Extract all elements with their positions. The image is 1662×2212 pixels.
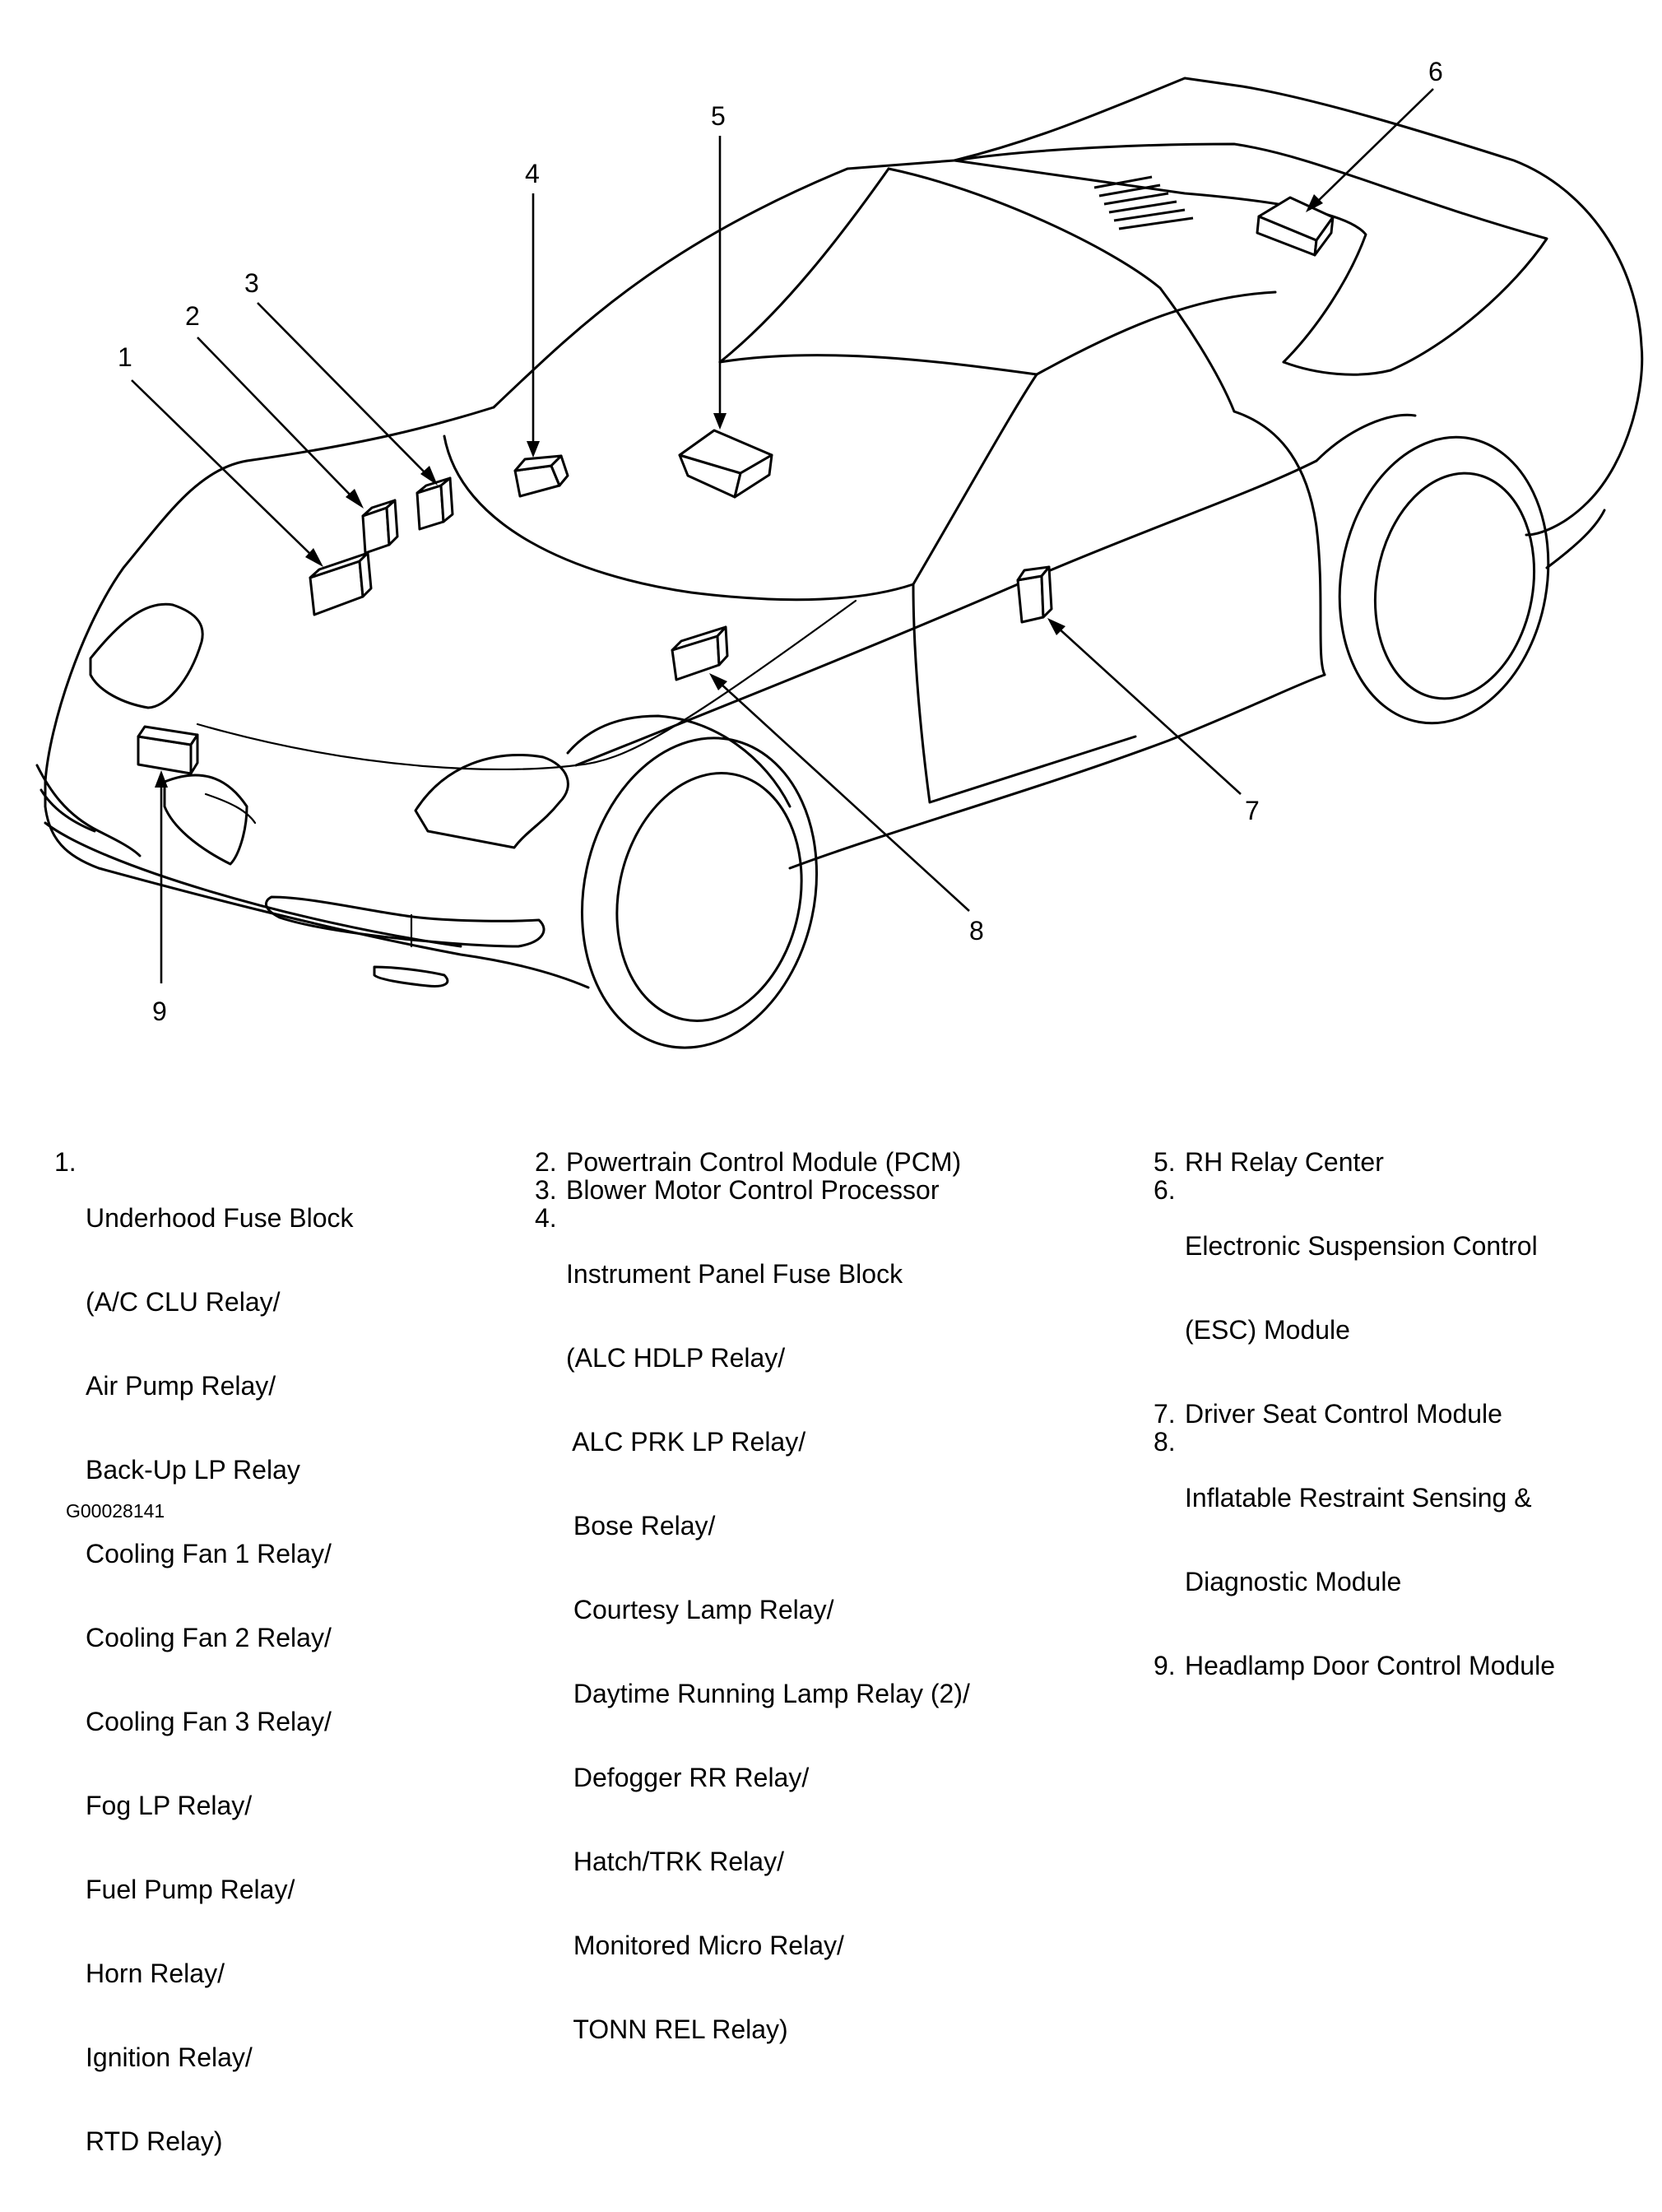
legend-text: Electronic Suspension Control (ESC) Modu… (1185, 1176, 1538, 1400)
callout-6: 6 (1428, 57, 1443, 86)
callout-8: 8 (969, 916, 984, 946)
component-2-pcm (361, 499, 399, 555)
legend-subline: Cooling Fan 2 Relay/ (86, 1623, 332, 1652)
legend-text: Instrument Panel Fuse Block (ALC HDLP Re… (566, 1204, 970, 2099)
legend-item-5: 5. RH Relay Center (1154, 1148, 1555, 1176)
legend-item-2: 2. Powertrain Control Module (PCM) (535, 1148, 970, 1176)
legend-title: Driver Seat Control Module (1185, 1399, 1502, 1429)
arrowheads (155, 194, 1323, 788)
legend-text: Underhood Fuse Block (A/C CLU Relay/ Air… (86, 1148, 354, 2211)
legend-text: Inflatable Restraint Sensing & Diagnosti… (1185, 1428, 1532, 1652)
legend-item-3: 3. Blower Motor Control Processor (535, 1176, 970, 1204)
legend-title: Inflatable Restraint Sensing & (1185, 1483, 1532, 1513)
legend-item-6: 6. Electronic Suspension Control (ESC) M… (1154, 1176, 1555, 1400)
legend-title: Electronic Suspension Control (1185, 1231, 1538, 1261)
component-5-rh-relay-center (678, 429, 773, 499)
legend-subline: Monitored Micro Relay/ (566, 1931, 844, 1960)
leader-lines (131, 88, 1434, 983)
legend-subline: Courtesy Lamp Relay/ (566, 1595, 834, 1624)
component-8-inflatable-restraint-module (671, 625, 729, 681)
component-1-underhood-fuse-block (309, 551, 373, 616)
legend-subline: Horn Relay/ (86, 1959, 225, 1988)
legend-title: Instrument Panel Fuse Block (566, 1259, 903, 1289)
figure-code: G00028141 (66, 1500, 165, 1522)
legend-subline: (ESC) Module (1185, 1315, 1350, 1345)
legend-subline: Daytime Running Lamp Relay (2)/ (566, 1679, 970, 1708)
legend-subline: Hatch/TRK Relay/ (566, 1847, 784, 1876)
legend-number: 9. (1154, 1651, 1176, 1680)
callout-5: 5 (711, 101, 726, 131)
legend-item-4: 4. Instrument Panel Fuse Block (ALC HDLP… (535, 1204, 970, 2099)
legend-item-8: 8. Inflatable Restraint Sensing & Diagno… (1154, 1428, 1555, 1652)
component-6-esc-module (1256, 196, 1335, 257)
callout-7: 7 (1245, 796, 1260, 825)
callout-2: 2 (185, 301, 200, 331)
callout-3: 3 (244, 268, 259, 298)
car-component-locator-diagram: 1 2 3 4 5 6 7 8 9 (35, 57, 1644, 1049)
component-9-headlamp-door-control-module (137, 725, 199, 775)
legend-column-2: 2. Powertrain Control Module (PCM) 3. Bl… (535, 1148, 970, 2099)
legend-subline: Ignition Relay/ (86, 2042, 253, 2072)
legend-number: 1. (54, 1147, 77, 1177)
legend-subline: Back-Up LP Relay (86, 1455, 300, 1485)
legend-number: 2. (535, 1147, 557, 1177)
legend-number: 8. (1154, 1427, 1176, 1457)
legend-item-7: 7. Driver Seat Control Module (1154, 1400, 1555, 1428)
legend-subline: Air Pump Relay/ (86, 1371, 276, 1401)
legend-number: 6. (1154, 1175, 1176, 1205)
legend-column-1: 1. Underhood Fuse Block (A/C CLU Relay/ … (54, 1148, 354, 2211)
legend-subline: Fog LP Relay/ (86, 1791, 253, 1820)
legend-number: 4. (535, 1203, 557, 1233)
callout-9: 9 (152, 997, 167, 1026)
legend-subline: Diagnostic Module (1185, 1567, 1402, 1596)
front-wheel (580, 737, 819, 1049)
component-markers (137, 196, 1335, 775)
rear-wheel (1338, 435, 1550, 725)
car-outline (35, 77, 1644, 1049)
component-7-driver-seat-control-module (1016, 565, 1053, 624)
callout-1: 1 (118, 342, 132, 372)
legend-title: Powertrain Control Module (PCM) (566, 1147, 962, 1177)
component-4-instrument-panel-fuse-block (513, 454, 569, 498)
rear-deck-vent (1093, 175, 1194, 230)
legend-item-9: 9. Headlamp Door Control Module (1154, 1652, 1555, 1680)
component-3-blower-motor-control-processor (416, 476, 454, 531)
legend-item-1: 1. Underhood Fuse Block (A/C CLU Relay/ … (54, 1148, 354, 2211)
legend-subline: Bose Relay/ (566, 1511, 716, 1540)
legend-subline: Fuel Pump Relay/ (86, 1875, 295, 1904)
legend-subline: Defogger RR Relay/ (566, 1763, 810, 1792)
callout-numbers: 1 2 3 4 5 6 7 8 9 (118, 57, 1443, 1026)
legend-subline: Cooling Fan 3 Relay/ (86, 1707, 332, 1736)
legend-title: RH Relay Center (1185, 1147, 1384, 1177)
legend-subline: TONN REL Relay) (566, 2014, 788, 2044)
legend-subline: RTD Relay) (86, 2126, 223, 2156)
legend-subline: ALC PRK LP Relay/ (566, 1427, 806, 1457)
legend-subline: (A/C CLU Relay/ (86, 1287, 281, 1317)
legend-column-3: 5. RH Relay Center 6. Electronic Suspens… (1154, 1148, 1555, 1680)
legend-subline: (ALC HDLP Relay/ (566, 1343, 786, 1373)
legend-title: Underhood Fuse Block (86, 1203, 354, 1233)
legend-subline: Cooling Fan 1 Relay/ (86, 1539, 332, 1568)
legend-title: Headlamp Door Control Module (1185, 1651, 1555, 1680)
legend-title: Blower Motor Control Processor (566, 1175, 940, 1205)
legend-number: 3. (535, 1175, 557, 1205)
legend-number: 7. (1154, 1399, 1176, 1429)
legend-number: 5. (1154, 1147, 1176, 1177)
callout-4: 4 (525, 159, 540, 188)
